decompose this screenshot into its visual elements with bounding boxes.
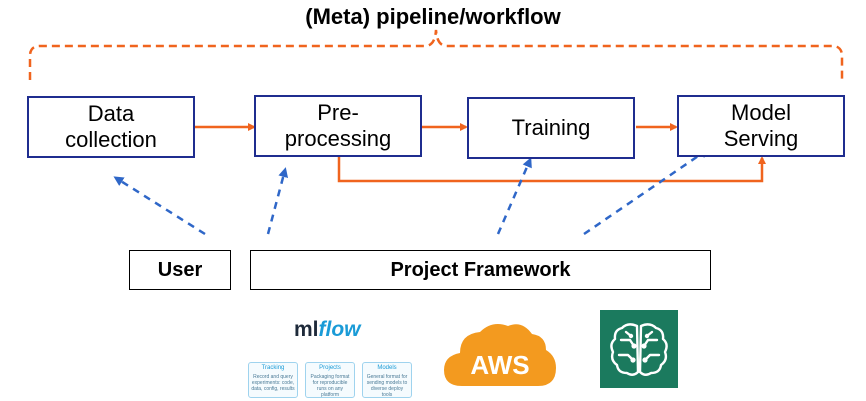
stage-label-line2: processing [284, 126, 392, 151]
mlflow-wordmark: mlflow [294, 318, 361, 341]
stage-label-line1: Pre- [317, 100, 359, 125]
stage-label-line2: Serving [723, 126, 799, 151]
stage-data-collection: Data collection [27, 96, 195, 158]
actor-project-framework: Project Framework [250, 250, 711, 290]
dashed-framework-to-preprocessing [266, 167, 289, 235]
stage-label-line1: Model [731, 100, 791, 125]
dashed-user-to-collection [113, 176, 206, 236]
brain-icon [610, 323, 668, 376]
mlflow-card-projects: Projects Packaging format for reproducib… [305, 362, 355, 398]
mlflow-card-tracking: Tracking Record and query experiments: c… [248, 362, 298, 398]
mlflow-logo: mlflow Tracking Record and query experim… [248, 318, 412, 400]
dashed-framework-to-serving [583, 148, 710, 236]
stage-training: Training [467, 97, 635, 159]
mlflow-card-models: Models General format for sending models… [362, 362, 412, 398]
stage-label-line1: Data [87, 101, 135, 126]
arrow-preprocessing-skip-to-serving [337, 156, 766, 183]
stage-label-line2: collection [65, 127, 157, 152]
aws-cloud-logo: AWS [444, 324, 556, 386]
stage-label-line1: Training [511, 115, 591, 140]
pipeline-brace [28, 29, 844, 80]
sagemaker-logo [600, 310, 678, 388]
stage-preprocessing: Pre- processing [254, 95, 422, 157]
actor-user: User [129, 250, 231, 290]
diagram-title: (Meta) pipeline/workflow [305, 4, 561, 29]
dashed-framework-to-training [496, 157, 532, 235]
aws-label: AWS [470, 350, 529, 380]
stage-model-serving: Model Serving [677, 95, 845, 157]
